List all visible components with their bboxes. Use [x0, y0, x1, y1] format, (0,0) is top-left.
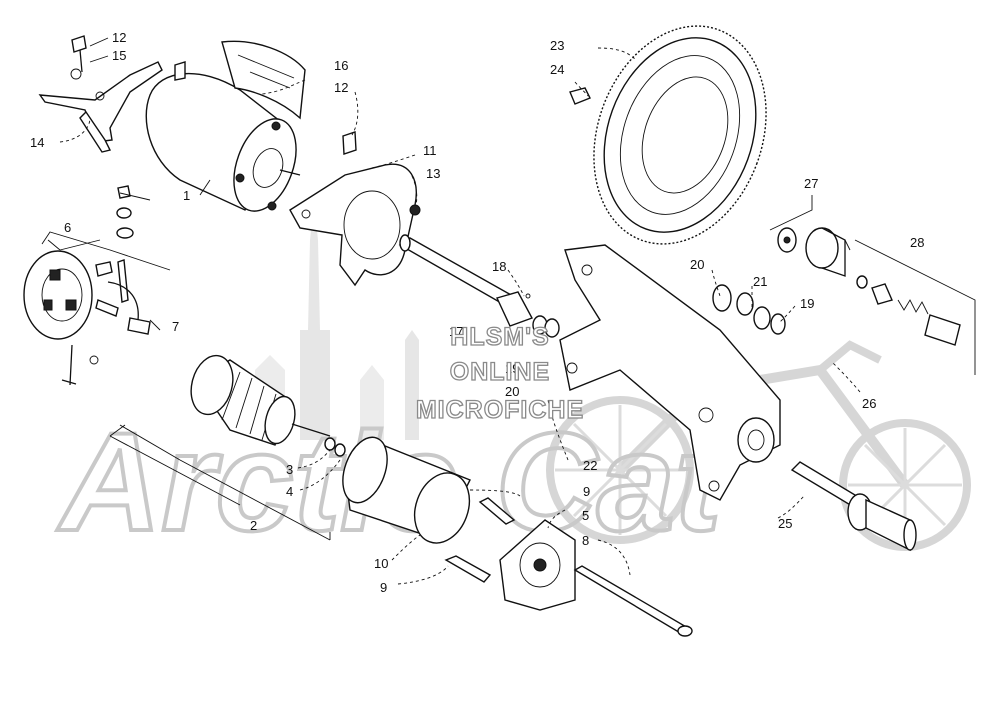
- callout-19-left: 19: [505, 361, 519, 376]
- callout-26: 26: [862, 396, 876, 411]
- pinion-shaft: [398, 234, 534, 327]
- callout-7: 7: [172, 319, 179, 334]
- callout-22: 22: [583, 458, 597, 473]
- callout-3: 3: [286, 462, 293, 477]
- callout-12-mid: 12: [334, 80, 348, 95]
- watermark-line-2: ONLINE: [450, 358, 550, 386]
- callout-18: 18: [492, 259, 506, 274]
- mounting-plate-11: [289, 131, 421, 287]
- callout-24: 24: [550, 62, 564, 77]
- callout-16: 16: [334, 58, 348, 73]
- mounting-bracket-14: [38, 35, 163, 153]
- armature: [190, 354, 346, 457]
- watermark-line-1: HLSM'S: [450, 323, 549, 351]
- callout-17: 17: [449, 324, 463, 339]
- watermark-text: HLSM'S ONLINE MICROFICHE: [415, 322, 584, 424]
- callout-labels: 1 2 3 4 5 6 7 8 9 9 10 11 12 12 13 14 15…: [30, 30, 924, 595]
- callout-2: 2: [250, 518, 257, 533]
- brush-holder-6: [23, 185, 151, 386]
- heat-shield-16: [221, 40, 306, 120]
- callout-14: 14: [30, 135, 44, 150]
- callout-23: 23: [550, 38, 564, 53]
- washers-right: [532, 284, 786, 338]
- callout-6: 6: [64, 220, 71, 235]
- yoke-10: [342, 436, 471, 544]
- callout-21: 21: [753, 274, 767, 289]
- drive-shaft-25: [790, 461, 917, 552]
- callout-8: 8: [582, 533, 589, 548]
- callout-27: 27: [804, 176, 818, 191]
- callout-20-right: 20: [690, 257, 704, 272]
- callout-20-left: 20: [505, 384, 519, 399]
- callout-25: 25: [778, 516, 792, 531]
- ring-gear-23: [569, 25, 767, 245]
- callout-9-top: 9: [583, 484, 590, 499]
- callout-12-top: 12: [112, 30, 126, 45]
- callout-13: 13: [426, 166, 440, 181]
- callout-28: 28: [910, 235, 924, 250]
- end-cover-5: [444, 497, 693, 637]
- callout-15: 15: [112, 48, 126, 63]
- callout-11: 11: [423, 143, 437, 158]
- starter-bracket-26: [559, 244, 781, 501]
- starter-drive-27: [777, 227, 961, 346]
- callout-19-right: 19: [800, 296, 814, 311]
- callout-10: 10: [374, 556, 388, 571]
- callout-5: 5: [582, 508, 589, 523]
- callout-9-bottom: 9: [380, 580, 387, 595]
- watermark-line-3: MICROFICHE: [416, 396, 584, 424]
- leader-lines: [41, 37, 976, 585]
- callout-1: 1: [183, 188, 190, 203]
- starter-motor-1: [145, 61, 301, 212]
- callout-4: 4: [286, 484, 293, 499]
